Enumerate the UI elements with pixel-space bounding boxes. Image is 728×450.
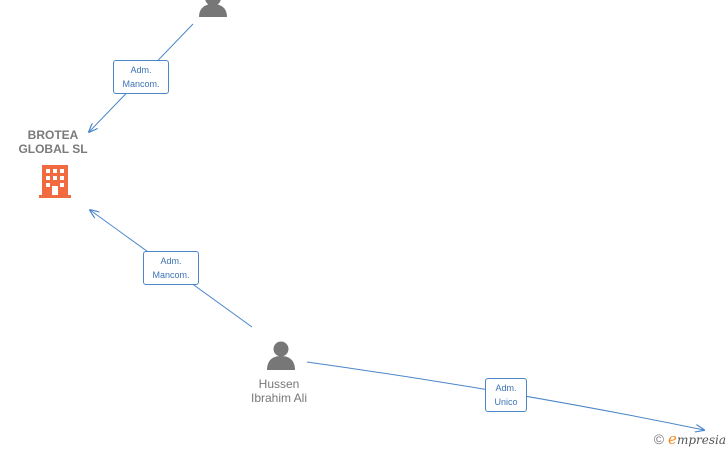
copyright-symbol: ©: [653, 431, 665, 447]
empresia-watermark: © empresia: [654, 430, 726, 448]
empresia-logo: empresia: [668, 430, 726, 448]
person-icon[interactable]: [199, 0, 227, 17]
person-icon[interactable]: [267, 341, 295, 371]
edge-label-adm-mancom: Adm. Mancom.: [113, 60, 169, 94]
edge-label-adm-unico: Adm. Unico: [485, 378, 527, 412]
company-name-label[interactable]: BROTEA GLOBAL SL: [18, 128, 88, 156]
person-name-label[interactable]: Hussen Ibrahim Ali: [250, 377, 308, 405]
edge-label-adm-mancom: Adm. Mancom.: [143, 251, 199, 285]
building-icon[interactable]: [39, 165, 71, 198]
